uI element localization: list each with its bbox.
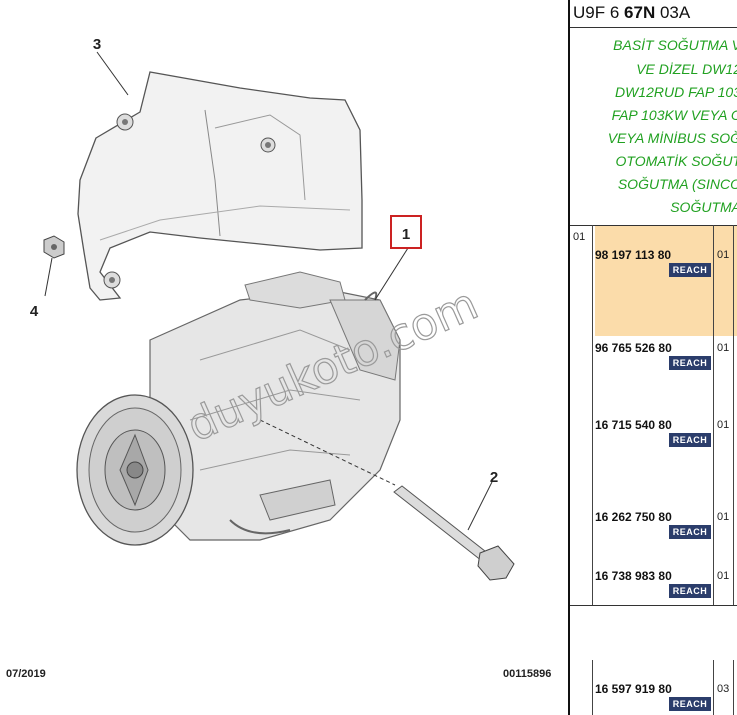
- exploded-diagram: 1 2 3 4 duyukoto.com 07/2019 00115896: [6, 36, 552, 680]
- part-number[interactable]: 96 765 526 80: [595, 341, 672, 355]
- compressor-body: [76, 271, 401, 546]
- part-quantity: 03: [717, 683, 730, 695]
- description: BASİT SOĞUTMA V VE DİZEL DW12 DW12RUD FA…: [570, 29, 737, 225]
- part-quantity: 01: [717, 511, 730, 523]
- part-quantity: 01: [717, 249, 730, 261]
- part-number[interactable]: 98 197 113 80: [595, 248, 672, 262]
- description-line: SOĞUTMA: [670, 199, 737, 215]
- reach-badge: REACH: [669, 433, 711, 447]
- column-divider: [592, 225, 593, 605]
- reach-badge: REACH: [669, 525, 711, 539]
- panel-divider: [568, 0, 570, 715]
- column-divider: [713, 225, 714, 605]
- table-bottom-border: [570, 605, 737, 606]
- description-line: FAP 103KW VEYA C: [611, 107, 737, 123]
- column-divider: [733, 225, 734, 605]
- reach-badge: REACH: [669, 697, 711, 711]
- description-line: VE DİZEL DW12: [636, 61, 737, 77]
- selected-row-highlight: [595, 226, 737, 336]
- diagram-date: 07/2019: [6, 668, 46, 680]
- model-code-bold: 67N: [624, 3, 656, 22]
- table-top-border: [570, 225, 737, 226]
- description-line: BASİT SOĞUTMA V: [613, 37, 737, 53]
- reach-badge: REACH: [669, 356, 711, 370]
- compressor-illustration: 1 2 3 4 duyukoto.com: [30, 36, 515, 581]
- description-line: SOĞUTMA (SINCO: [617, 176, 737, 192]
- callout-4[interactable]: 4: [30, 303, 39, 320]
- diagram-reference: 00115896: [503, 668, 552, 680]
- heat-shield: [77, 71, 363, 301]
- part-number[interactable]: 16 262 750 80: [595, 510, 672, 524]
- model-code-suffix: 03A: [655, 3, 691, 22]
- description-line: OTOMATİK SOĞUT: [615, 153, 737, 169]
- callout-1[interactable]: 1: [402, 226, 410, 243]
- part-quantity: 01: [717, 342, 730, 354]
- callout-3[interactable]: 3: [93, 36, 101, 53]
- model-code: U9F 6 67N 03A: [570, 0, 737, 28]
- reach-badge: REACH: [669, 263, 711, 277]
- callout-2[interactable]: 2: [490, 469, 498, 486]
- column-divider: [733, 660, 734, 715]
- column-divider: [713, 660, 714, 715]
- callout-1-box: [390, 215, 422, 249]
- description-line: VEYA MİNİBUS SOĞ: [607, 130, 737, 146]
- model-code-prefix: U9F 6: [573, 3, 625, 22]
- parts-panel: U9F 6 67N 03A BASİT SOĞUTMA V VE DİZEL D…: [570, 0, 737, 715]
- part-number[interactable]: 16 597 919 80: [595, 682, 672, 696]
- part-number[interactable]: 16 738 983 80: [595, 569, 672, 583]
- group-number: 01: [573, 231, 586, 243]
- part-number[interactable]: 16 715 540 80: [595, 418, 672, 432]
- description-line: DW12RUD FAP 103: [614, 84, 737, 100]
- bolt: [393, 485, 515, 581]
- reach-badge: REACH: [669, 584, 711, 598]
- part-quantity: 01: [717, 419, 730, 431]
- part-quantity: 01: [717, 570, 730, 582]
- column-divider: [592, 660, 593, 715]
